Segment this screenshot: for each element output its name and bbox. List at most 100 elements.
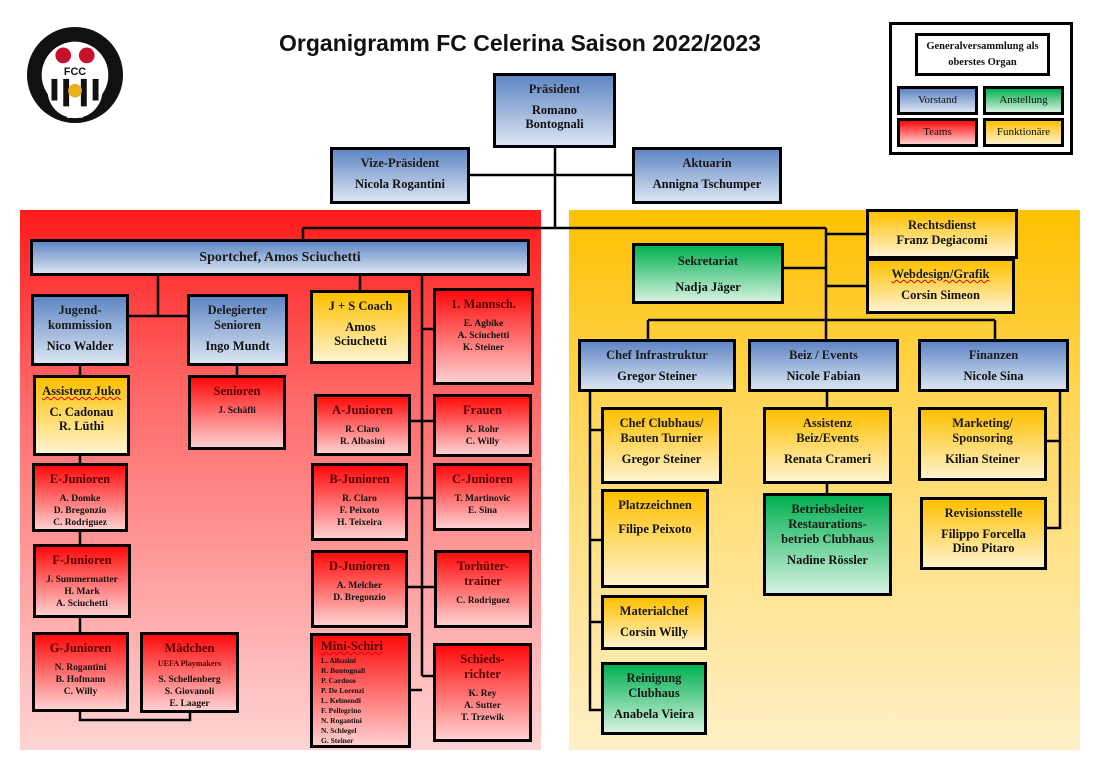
person-name: Kilian Steiner bbox=[945, 452, 1020, 466]
box-title: Vize-Präsident bbox=[360, 156, 440, 170]
box-title: Chef Infrastruktur bbox=[606, 348, 708, 362]
person-name: Corsin Simeon bbox=[901, 288, 980, 302]
box-sportchef: Sportchef, Amos Sciuchetti bbox=[30, 239, 530, 276]
person-name: E. Agbike bbox=[463, 319, 504, 329]
person-name: Nico Walder bbox=[46, 339, 114, 353]
page-title: Organigramm FC Celerina Saison 2022/2023 bbox=[279, 30, 761, 56]
box-title: Sportchef, Amos Sciuchetti bbox=[199, 250, 361, 265]
person-name: E. Laager bbox=[169, 699, 210, 709]
person-name: Nadine Rössler bbox=[787, 553, 868, 567]
person-name: Ingo Mundt bbox=[205, 339, 270, 353]
person-name: Bontognali bbox=[525, 117, 584, 131]
person-name: F. Pellegrino bbox=[321, 706, 362, 715]
person-name: R. Claro bbox=[342, 494, 377, 504]
legend-generalversammlung: Generalversammlung als oberstes Organ bbox=[915, 33, 1050, 76]
person-list: R. Claro F. Peixoto H. Teixeira bbox=[337, 493, 382, 529]
box-title: Beiz / Events bbox=[789, 348, 858, 362]
person-name: A. Domke bbox=[59, 494, 101, 504]
person-name: T. Martinovic bbox=[454, 494, 511, 504]
legend-anstellung: Anstellung bbox=[983, 86, 1064, 115]
box-title: 1. Mannsch. bbox=[451, 297, 516, 311]
person-list: Nadine Rössler bbox=[787, 553, 868, 567]
person-name: R. Claro bbox=[345, 425, 380, 435]
box-title: Revisionsstelle bbox=[944, 506, 1023, 520]
box-title: Jugend-kommission bbox=[48, 303, 112, 332]
box-subtitle: UEFA Playmakers bbox=[157, 659, 222, 668]
person-name: Annigna Tschumper bbox=[652, 177, 762, 191]
person-name: A. Sutter bbox=[464, 701, 501, 711]
box-title: Frauen bbox=[463, 403, 502, 417]
box-title: D-Junioren bbox=[329, 559, 390, 573]
person-name: P. De Lorenzi bbox=[321, 686, 365, 695]
person-name: C. Cadonau bbox=[49, 405, 114, 419]
person-name: J. Summermatter bbox=[46, 575, 118, 585]
legend-vorstand: Vorstand bbox=[897, 86, 978, 115]
person-name: Corsin Willy bbox=[620, 625, 688, 639]
person-list: Corsin Willy bbox=[620, 625, 688, 639]
person-name: E. Sina bbox=[467, 506, 498, 516]
box-title: Mädchen bbox=[164, 641, 215, 655]
box-title: B-Junioren bbox=[329, 472, 390, 486]
box-title: Schieds-richter bbox=[460, 652, 505, 681]
person-name: S. Schellenberg bbox=[158, 675, 221, 685]
person-name: Renata Crameri bbox=[783, 452, 872, 466]
person-name: N. Rogantini bbox=[54, 663, 107, 673]
person-name: Gregor Steiner bbox=[621, 452, 702, 466]
person-list: Anabela Vieira bbox=[614, 707, 694, 721]
svg-text:FCC: FCC bbox=[64, 66, 86, 78]
person-name: F. Peixoto bbox=[339, 506, 380, 516]
person-name: A. Sciuchetti bbox=[457, 331, 510, 341]
box-title: Rechtsdienst bbox=[907, 218, 977, 232]
box-b-junioren: B-Junioren R. Claro F. Peixoto H. Teixeira bbox=[311, 463, 408, 541]
person-name: Anabela Vieira bbox=[613, 707, 695, 721]
box-title: Finanzen bbox=[968, 348, 1019, 362]
person-list: Nicole Sina bbox=[963, 369, 1023, 383]
person-name: C. Willy bbox=[465, 437, 500, 447]
person-name: Nicole Sina bbox=[963, 369, 1024, 383]
person-list: Corsin Simeon bbox=[901, 288, 980, 302]
box-title: Chef Clubhaus/ Bauten Turnier bbox=[619, 416, 704, 445]
person-list: Gregor Steiner bbox=[617, 369, 697, 383]
person-name: Sciuchetti bbox=[334, 334, 387, 348]
person-list: C. Rodriguez bbox=[456, 595, 510, 607]
box-title: Assistenz Beiz/Events bbox=[796, 416, 859, 445]
person-name: L. Albasini bbox=[321, 656, 357, 665]
person-name: R. Bontognali bbox=[321, 666, 366, 675]
person-name: S. Giovanoli bbox=[164, 687, 215, 697]
person-name: H. Teixeira bbox=[337, 518, 382, 528]
person-list: Nicole Fabian bbox=[787, 369, 861, 383]
person-name: J. Schäfli bbox=[218, 406, 256, 416]
box-title: J + S Coach bbox=[328, 299, 393, 313]
person-list: Gregor Steiner bbox=[622, 452, 702, 466]
person-name: Filipe Peixoto bbox=[618, 522, 692, 536]
box-title: F-Junioren bbox=[52, 553, 112, 567]
person-name: Nicole Fabian bbox=[786, 369, 861, 383]
person-name: C. Rodriguez bbox=[53, 518, 107, 528]
person-name: R. Albasini bbox=[340, 437, 385, 447]
